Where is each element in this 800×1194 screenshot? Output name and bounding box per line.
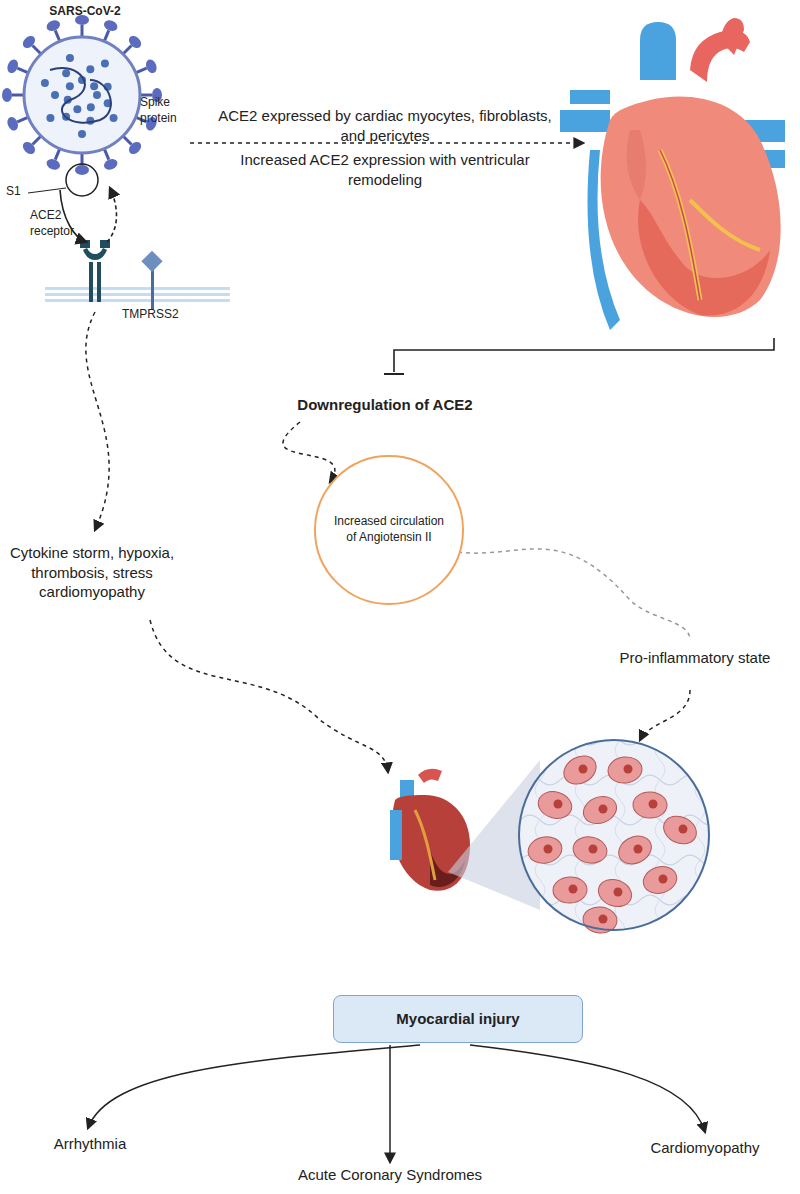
part-name: Spike protein: [140, 95, 210, 126]
outcome-label: Acute Coronary Syndromes: [230, 1165, 550, 1185]
annotation: ACE2 expressed by cardiac myocytes, fibr…: [215, 106, 555, 145]
heart-illustration: [560, 18, 785, 330]
outcome-box: Myocardial injury: [333, 995, 583, 1043]
annotation: Cytokine storm, hypoxia, thrombosis, str…: [2, 543, 182, 602]
annotation: Increased ACE2 expression with ventricul…: [215, 150, 555, 189]
part-name: S1: [6, 184, 30, 200]
virus-illustration: [2, 15, 162, 175]
node-text: Increased circulation of Angiotensin II: [330, 514, 448, 545]
part-name: ACE2 receptor: [30, 208, 100, 239]
outcome-label: Arrhythmia: [20, 1134, 160, 1154]
outcome-label: Cardiomyopathy: [620, 1138, 790, 1158]
part-name: TMPRSS2: [122, 307, 202, 323]
annotation: Pro-inflammatory state: [600, 648, 790, 668]
process-label: Downregulation of ACE2: [230, 395, 540, 415]
node-text: Myocardial injury: [396, 1009, 519, 1029]
virus-title: SARS-CoV-2: [30, 4, 140, 20]
process-circle: Increased circulation of Angiotensin II: [314, 455, 464, 605]
